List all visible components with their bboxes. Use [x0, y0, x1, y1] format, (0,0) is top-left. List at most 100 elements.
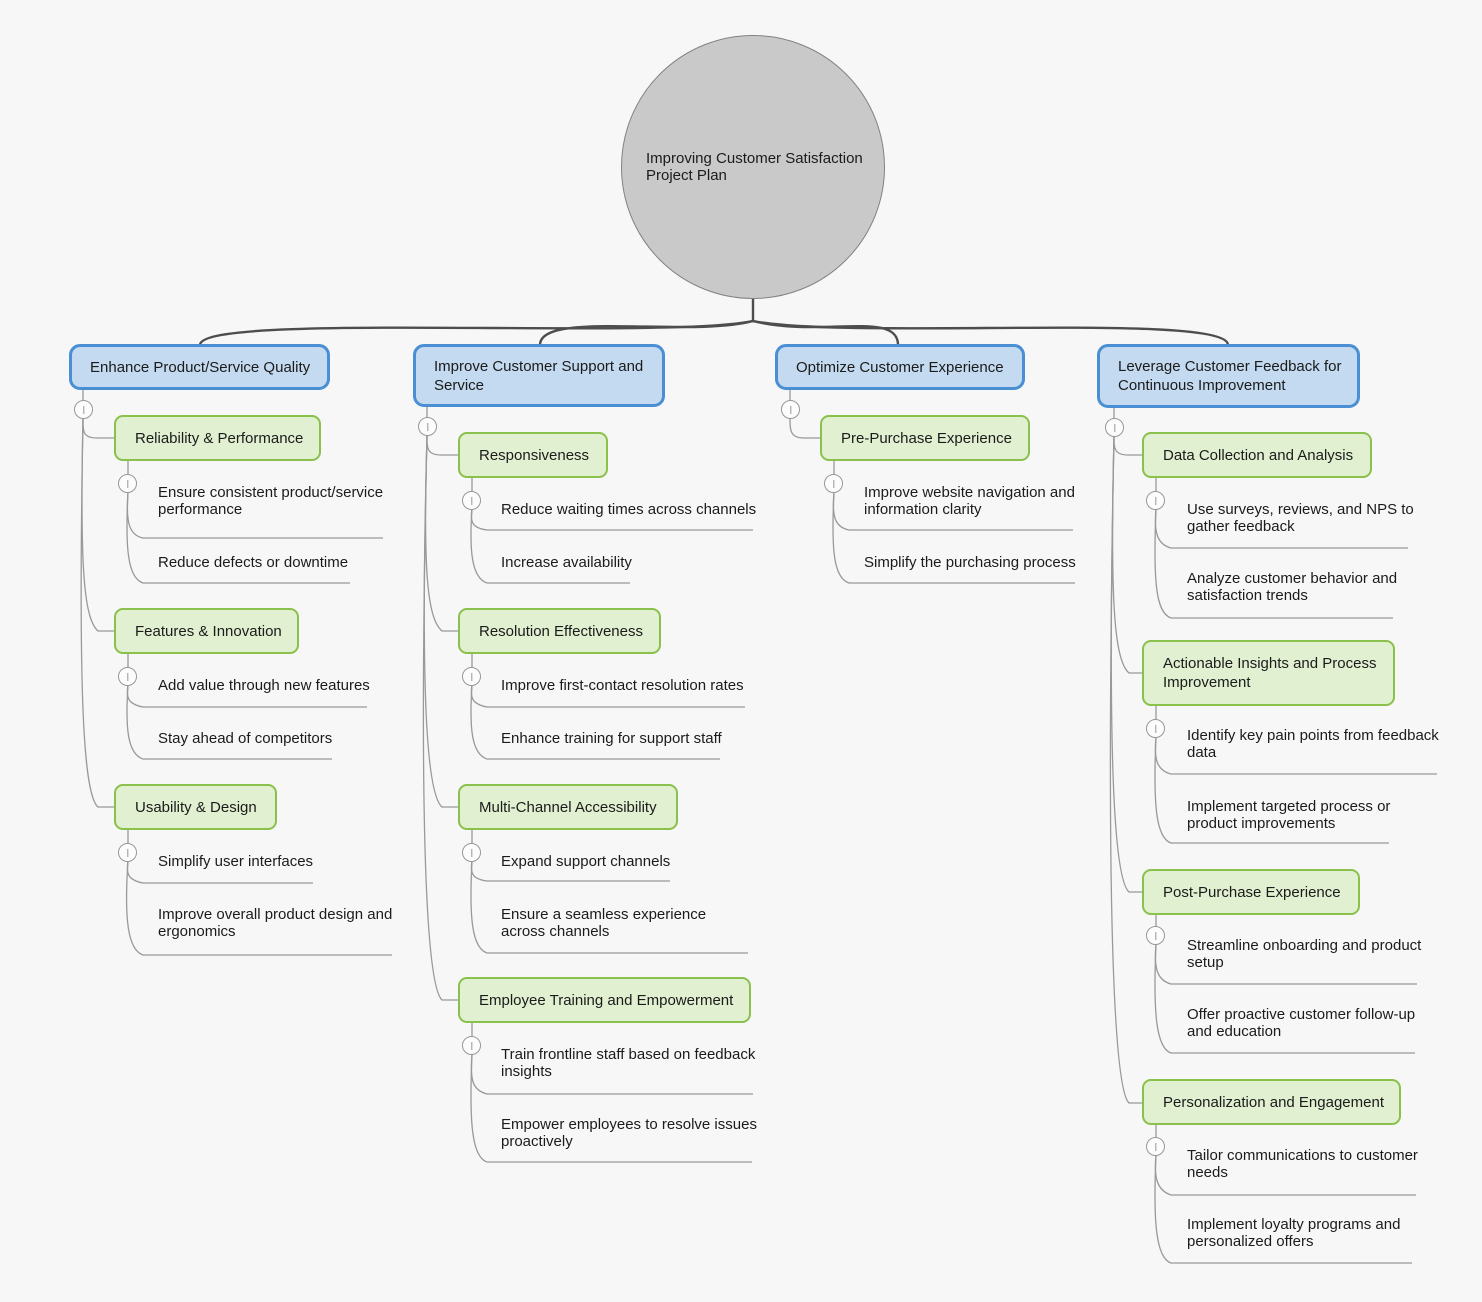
collapse-indicator-icon — [1154, 496, 1157, 505]
topic-label: Personalization and Engagement — [1163, 1093, 1384, 1111]
leaf-seamless-experience[interactable]: Ensure a seamless experience across chan… — [501, 906, 751, 940]
leaf-improve-design-ergonomics[interactable]: Improve overall product design and ergon… — [158, 906, 400, 940]
leaf-label: Empower employees to resolve issues proa… — [501, 1116, 757, 1150]
leaf-website-navigation[interactable]: Improve website navigation and informati… — [864, 484, 1084, 518]
topic-reliability-performance[interactable]: Reliability & Performance — [114, 415, 321, 461]
leaf-label: Reduce defects or downtime — [158, 554, 349, 571]
collapse-toggle[interactable] — [418, 417, 437, 436]
collapse-toggle[interactable] — [1146, 719, 1165, 738]
topic-employee-training-empowerment[interactable]: Employee Training and Empowerment — [458, 977, 751, 1023]
collapse-toggle[interactable] — [781, 400, 800, 419]
branch-label: Improve Customer Support and Service — [434, 357, 644, 394]
topic-personalization-engagement[interactable]: Personalization and Engagement — [1142, 1079, 1401, 1125]
branch-label: Optimize Customer Experience — [796, 358, 1004, 376]
leaf-label: Reduce waiting times across channels — [501, 501, 757, 518]
leaf-tailor-communications[interactable]: Tailor communications to customer needs — [1187, 1147, 1427, 1181]
topic-label: Pre-Purchase Experience — [841, 429, 1012, 447]
leaf-train-frontline-staff[interactable]: Train frontline staff based on feedback … — [501, 1046, 767, 1080]
root-branch-connectors — [198, 297, 1230, 347]
topic-label: Responsiveness — [479, 446, 590, 464]
collapse-toggle[interactable] — [1146, 926, 1165, 945]
leaf-label: Analyze customer behavior and satisfacti… — [1187, 570, 1398, 604]
branch-label: Leverage Customer Feedback for Continuou… — [1118, 358, 1342, 394]
topic-label: Actionable Insights and Process Improvem… — [1163, 655, 1377, 691]
leaf-label: Improve first-contact resolution rates — [501, 677, 744, 694]
collapse-indicator-icon — [1154, 1142, 1157, 1151]
branch-improve-customer-support[interactable]: Improve Customer Support and Service — [413, 344, 665, 407]
leaf-identify-pain-points[interactable]: Identify key pain points from feedback d… — [1187, 727, 1449, 761]
leaf-simplify-purchasing[interactable]: Simplify the purchasing process — [864, 554, 1076, 571]
collapse-toggle[interactable] — [462, 491, 481, 510]
leaf-consistent-performance[interactable]: Ensure consistent product/service perfor… — [158, 484, 396, 518]
topic-label: Multi-Channel Accessibility — [479, 798, 657, 816]
topic-post-purchase-experience[interactable]: Post-Purchase Experience — [1142, 869, 1360, 915]
topic-usability-design[interactable]: Usability & Design — [114, 784, 277, 830]
topic-actionable-insights-process[interactable]: Actionable Insights and Process Improvem… — [1142, 640, 1395, 706]
leaf-reduce-waiting-times[interactable]: Reduce waiting times across channels — [501, 501, 756, 518]
leaf-label: Train frontline staff based on feedback … — [501, 1046, 756, 1080]
leaf-proactive-follow-up[interactable]: Offer proactive customer follow-up and e… — [1187, 1006, 1429, 1040]
leaf-label: Use surveys, reviews, and NPS to gather … — [1187, 501, 1414, 535]
branch-optimize-customer-experience[interactable]: Optimize Customer Experience — [775, 344, 1025, 390]
topic-multi-channel-accessibility[interactable]: Multi-Channel Accessibility — [458, 784, 678, 830]
collapse-indicator-icon — [470, 496, 473, 505]
leaf-increase-availability[interactable]: Increase availability — [501, 554, 632, 571]
branch-label: Enhance Product/Service Quality — [90, 358, 311, 376]
leaf-surveys-reviews-nps[interactable]: Use surveys, reviews, and NPS to gather … — [1187, 501, 1417, 535]
collapse-toggle[interactable] — [462, 1036, 481, 1055]
leaf-training-support-staff[interactable]: Enhance training for support staff — [501, 730, 722, 747]
topic-features-innovation[interactable]: Features & Innovation — [114, 608, 299, 654]
topic-label: Reliability & Performance — [135, 429, 304, 447]
leaf-simplify-interfaces[interactable]: Simplify user interfaces — [158, 853, 313, 870]
leaf-empower-employees[interactable]: Empower employees to resolve issues proa… — [501, 1116, 759, 1150]
collapse-toggle[interactable] — [824, 474, 843, 493]
leaf-first-contact-resolution[interactable]: Improve first-contact resolution rates — [501, 677, 744, 694]
collapse-indicator-icon — [1113, 423, 1116, 432]
collapse-toggle[interactable] — [462, 667, 481, 686]
root-node[interactable]: Improving Customer Satisfaction Project … — [621, 35, 885, 299]
topic-label: Data Collection and Analysis — [1163, 446, 1354, 464]
collapse-toggle[interactable] — [74, 400, 93, 419]
collapse-toggle[interactable] — [118, 667, 137, 686]
leaf-stay-ahead-competitors[interactable]: Stay ahead of competitors — [158, 730, 332, 747]
collapse-toggle[interactable] — [1146, 491, 1165, 510]
leaf-expand-support-channels[interactable]: Expand support channels — [501, 853, 670, 870]
branch-enhance-product-service-quality[interactable]: Enhance Product/Service Quality — [69, 344, 330, 390]
leaf-add-value-features[interactable]: Add value through new features — [158, 677, 370, 694]
topic-data-collection-analysis[interactable]: Data Collection and Analysis — [1142, 432, 1372, 478]
leaf-loyalty-programs[interactable]: Implement loyalty programs and personali… — [1187, 1216, 1409, 1250]
leaf-label: Ensure consistent product/service perfor… — [158, 484, 384, 518]
collapse-toggle[interactable] — [1105, 418, 1124, 437]
collapse-toggle[interactable] — [462, 843, 481, 862]
collapse-indicator-icon — [1154, 931, 1157, 940]
leaf-label: Expand support channels — [501, 853, 671, 870]
collapse-indicator-icon — [126, 848, 129, 857]
collapse-indicator-icon — [470, 1041, 473, 1050]
leaf-streamline-onboarding[interactable]: Streamline onboarding and product setup — [1187, 937, 1427, 971]
collapse-indicator-icon — [1154, 724, 1157, 733]
topic-label: Resolution Effectiveness — [479, 622, 643, 640]
topic-label: Employee Training and Empowerment — [479, 991, 734, 1009]
leaf-label: Simplify the purchasing process — [864, 554, 1076, 571]
leaf-analyze-behavior-trends[interactable]: Analyze customer behavior and satisfacti… — [1187, 570, 1402, 604]
leaf-label: Tailor communications to customer needs — [1187, 1147, 1418, 1181]
topic-responsiveness[interactable]: Responsiveness — [458, 432, 608, 478]
leaf-reduce-defects[interactable]: Reduce defects or downtime — [158, 554, 348, 571]
topic-pre-purchase-experience[interactable]: Pre-Purchase Experience — [820, 415, 1030, 461]
branch-leverage-customer-feedback[interactable]: Leverage Customer Feedback for Continuou… — [1097, 344, 1360, 408]
collapse-toggle[interactable] — [118, 843, 137, 862]
leaf-label: Ensure a seamless experience across chan… — [501, 906, 707, 940]
leaf-label: Improve website navigation and informati… — [864, 484, 1075, 518]
leaf-label: Improve overall product design and ergon… — [158, 906, 393, 940]
leaf-label: Enhance training for support staff — [501, 730, 722, 747]
leaf-label: Implement targeted process or product im… — [1187, 798, 1391, 832]
leaf-targeted-improvements[interactable]: Implement targeted process or product im… — [1187, 798, 1402, 832]
collapse-indicator-icon — [126, 479, 129, 488]
topic-resolution-effectiveness[interactable]: Resolution Effectiveness — [458, 608, 661, 654]
collapse-indicator-icon — [832, 479, 835, 488]
leaf-label: Add value through new features — [158, 677, 370, 694]
root-label: Improving Customer Satisfaction Project … — [646, 149, 863, 185]
collapse-toggle[interactable] — [1146, 1137, 1165, 1156]
collapse-toggle[interactable] — [118, 474, 137, 493]
